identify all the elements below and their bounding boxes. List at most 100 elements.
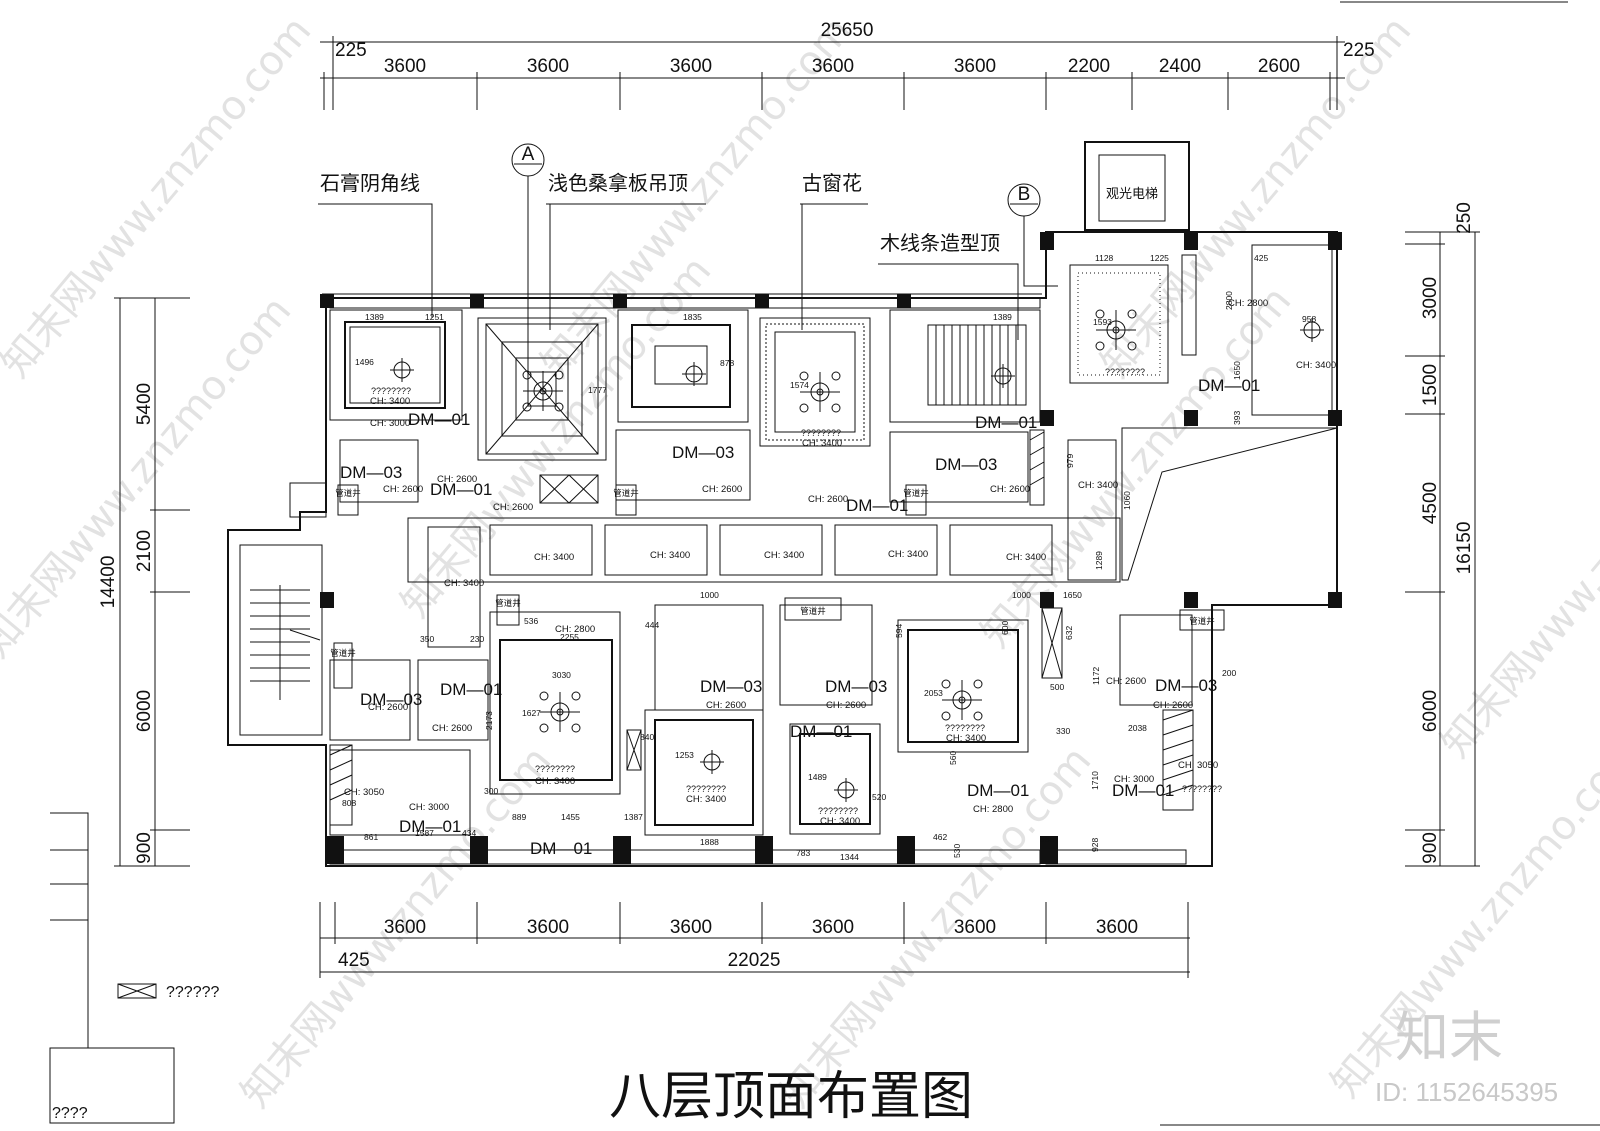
dim-bottom-seg: 3600 bbox=[527, 917, 569, 938]
wood-strip-pattern bbox=[935, 325, 1017, 405]
watermark-text: 知末网www.znzmo.com bbox=[392, 248, 720, 626]
dim-top-seg: 3600 bbox=[384, 56, 426, 77]
ceiling-height: CH: 3400 bbox=[1296, 360, 1336, 371]
dim-right-seg: 3000 bbox=[1420, 277, 1441, 319]
ceiling-height: CH: 2600 bbox=[368, 702, 408, 713]
small-dim: 1650 bbox=[1232, 361, 1242, 380]
dim-top-seg: 2400 bbox=[1159, 56, 1201, 77]
ceiling-height: CH: 2600 bbox=[1106, 676, 1146, 687]
small-dim: 1253 bbox=[675, 750, 694, 760]
legend-swatch bbox=[117, 983, 157, 999]
small-dim: 1000 bbox=[1012, 590, 1031, 600]
unknown-label: ???????? bbox=[801, 428, 841, 438]
tag-dm03: DM—03 bbox=[340, 463, 402, 482]
pipe-shaft-label: 管道井 bbox=[1189, 616, 1215, 626]
columns bbox=[320, 232, 1342, 864]
small-dim: 600 bbox=[1000, 621, 1010, 635]
ceiling-height: CH: 3400 bbox=[444, 578, 484, 589]
ceiling-height: CH: 3400 bbox=[650, 550, 690, 561]
ceiling-height: CH: 2600 bbox=[826, 700, 866, 711]
tag-dm01: DM—01 bbox=[967, 781, 1029, 800]
small-dim: 861 bbox=[364, 832, 378, 842]
callout-window: 古窗花 bbox=[802, 171, 862, 195]
ceiling-height: CH: 3400 bbox=[1006, 552, 1046, 563]
dim-top-seg: 3600 bbox=[527, 56, 569, 77]
unknown-label: ???????? bbox=[945, 723, 985, 733]
dim-bottom-seg: 3600 bbox=[954, 917, 996, 938]
small-dim: 1710 bbox=[1090, 771, 1100, 790]
small-dim: 230 bbox=[470, 634, 484, 644]
small-dim: 200 bbox=[1222, 668, 1236, 678]
small-dim: 2173 bbox=[484, 711, 494, 730]
dim-top-seg: 2600 bbox=[1258, 56, 1300, 77]
corridor bbox=[407, 427, 1338, 648]
small-dim: 808 bbox=[342, 798, 356, 808]
tag-dm03: DM—03 bbox=[1155, 676, 1217, 695]
dim-right-seg: 250 bbox=[1454, 202, 1475, 234]
dim-top-seg: 3600 bbox=[812, 56, 854, 77]
small-dim: 1060 bbox=[1122, 491, 1132, 510]
ceiling-height: CH: 3400 bbox=[820, 816, 860, 827]
small-dim: 350 bbox=[420, 634, 434, 644]
left-dimensions: 14400 5400 2100 6000 900 bbox=[98, 297, 190, 867]
dim-bottom-seg: 3600 bbox=[812, 917, 854, 938]
tag-dm03: DM—03 bbox=[825, 677, 887, 696]
ceiling-height: CH: 3400 bbox=[534, 552, 574, 563]
right-dimensions: 250 3000 1500 4500 6000 900 16150 bbox=[1405, 202, 1480, 867]
small-dim: 928 bbox=[1090, 838, 1100, 852]
tag-dm01: DM—01 bbox=[846, 496, 908, 515]
table-label: ???? bbox=[52, 1105, 88, 1122]
dim-right-seg: 1500 bbox=[1420, 364, 1441, 406]
bottom-dimensions: 3600 3600 3600 3600 3600 3600 425 22025 bbox=[319, 902, 1190, 978]
ceiling-height: CH: 3400 bbox=[370, 396, 410, 407]
dim-left-seg: 2100 bbox=[134, 530, 155, 572]
small-dim: 425 bbox=[1254, 253, 1268, 263]
top-dimensions: 25650 225 225 3600 3600 3600 3600 3600 2… bbox=[320, 1, 1568, 110]
dim-left-total: 14400 bbox=[98, 556, 119, 609]
ceiling-height: CH: 3400 bbox=[946, 733, 986, 744]
dim-right-seg: 900 bbox=[1420, 832, 1441, 864]
building-outline: 观光电梯 bbox=[227, 141, 1342, 867]
small-dim: 1289 bbox=[1094, 551, 1104, 570]
brand-logo: 知末 bbox=[1395, 1006, 1503, 1069]
dim-top-right-end: 225 bbox=[1343, 40, 1375, 61]
dim-bottom-left-end: 425 bbox=[338, 950, 370, 971]
dim-top-total: 25650 bbox=[821, 20, 874, 41]
dim-bottom-total: 22025 bbox=[728, 950, 781, 971]
small-dim: 1000 bbox=[700, 590, 719, 600]
tag-dm01: DM—01 bbox=[790, 722, 852, 741]
ceiling-height: CH: 2600 bbox=[437, 474, 477, 485]
ceiling-height: CH: 2600 bbox=[808, 494, 848, 505]
small-dim: 2255 bbox=[560, 632, 579, 642]
lower-rooms bbox=[329, 429, 1193, 836]
small-dim: 530 bbox=[952, 844, 962, 858]
small-dim: 1627 bbox=[522, 708, 541, 718]
small-dim: 1650 bbox=[1063, 590, 1082, 600]
dim-right-seg: 6000 bbox=[1420, 690, 1441, 732]
unknown-label: ???????? bbox=[818, 806, 858, 816]
small-dim: 300 bbox=[484, 786, 498, 796]
small-dim: 1496 bbox=[355, 357, 374, 367]
small-dim: 1777 bbox=[588, 385, 607, 395]
small-dim: 1389 bbox=[365, 312, 384, 322]
small-dim: 1455 bbox=[561, 812, 580, 822]
small-dim: 3030 bbox=[552, 670, 571, 680]
small-dim: 1128 bbox=[1095, 253, 1114, 263]
ceiling-height: CH: 2800 bbox=[973, 804, 1013, 815]
ceiling-height: CH: 3400 bbox=[802, 438, 842, 449]
small-dim: 594 bbox=[894, 624, 904, 638]
small-dim: 1593 bbox=[1093, 317, 1112, 327]
small-dim: 878 bbox=[720, 358, 734, 368]
small-dim: 1835 bbox=[683, 312, 702, 322]
tag-dm01: DM—01 bbox=[1112, 781, 1174, 800]
ceiling-height: CH: 2600 bbox=[990, 484, 1030, 495]
small-dim: 889 bbox=[512, 812, 526, 822]
elevator-shaft bbox=[1084, 141, 1190, 231]
ceiling-height: CH: 2800 bbox=[555, 624, 595, 635]
ceiling-height: CH: 3400 bbox=[764, 550, 804, 561]
small-dim: 2053 bbox=[924, 688, 943, 698]
ceiling-heights: CH: 3400 CH: 3000 CH: 2600 CH: 2600 CH: … bbox=[344, 298, 1336, 827]
pipe-shaft-label: 管道井 bbox=[495, 598, 521, 608]
dim-bottom-seg: 3600 bbox=[670, 917, 712, 938]
dim-bottom-seg: 3600 bbox=[1096, 917, 1138, 938]
